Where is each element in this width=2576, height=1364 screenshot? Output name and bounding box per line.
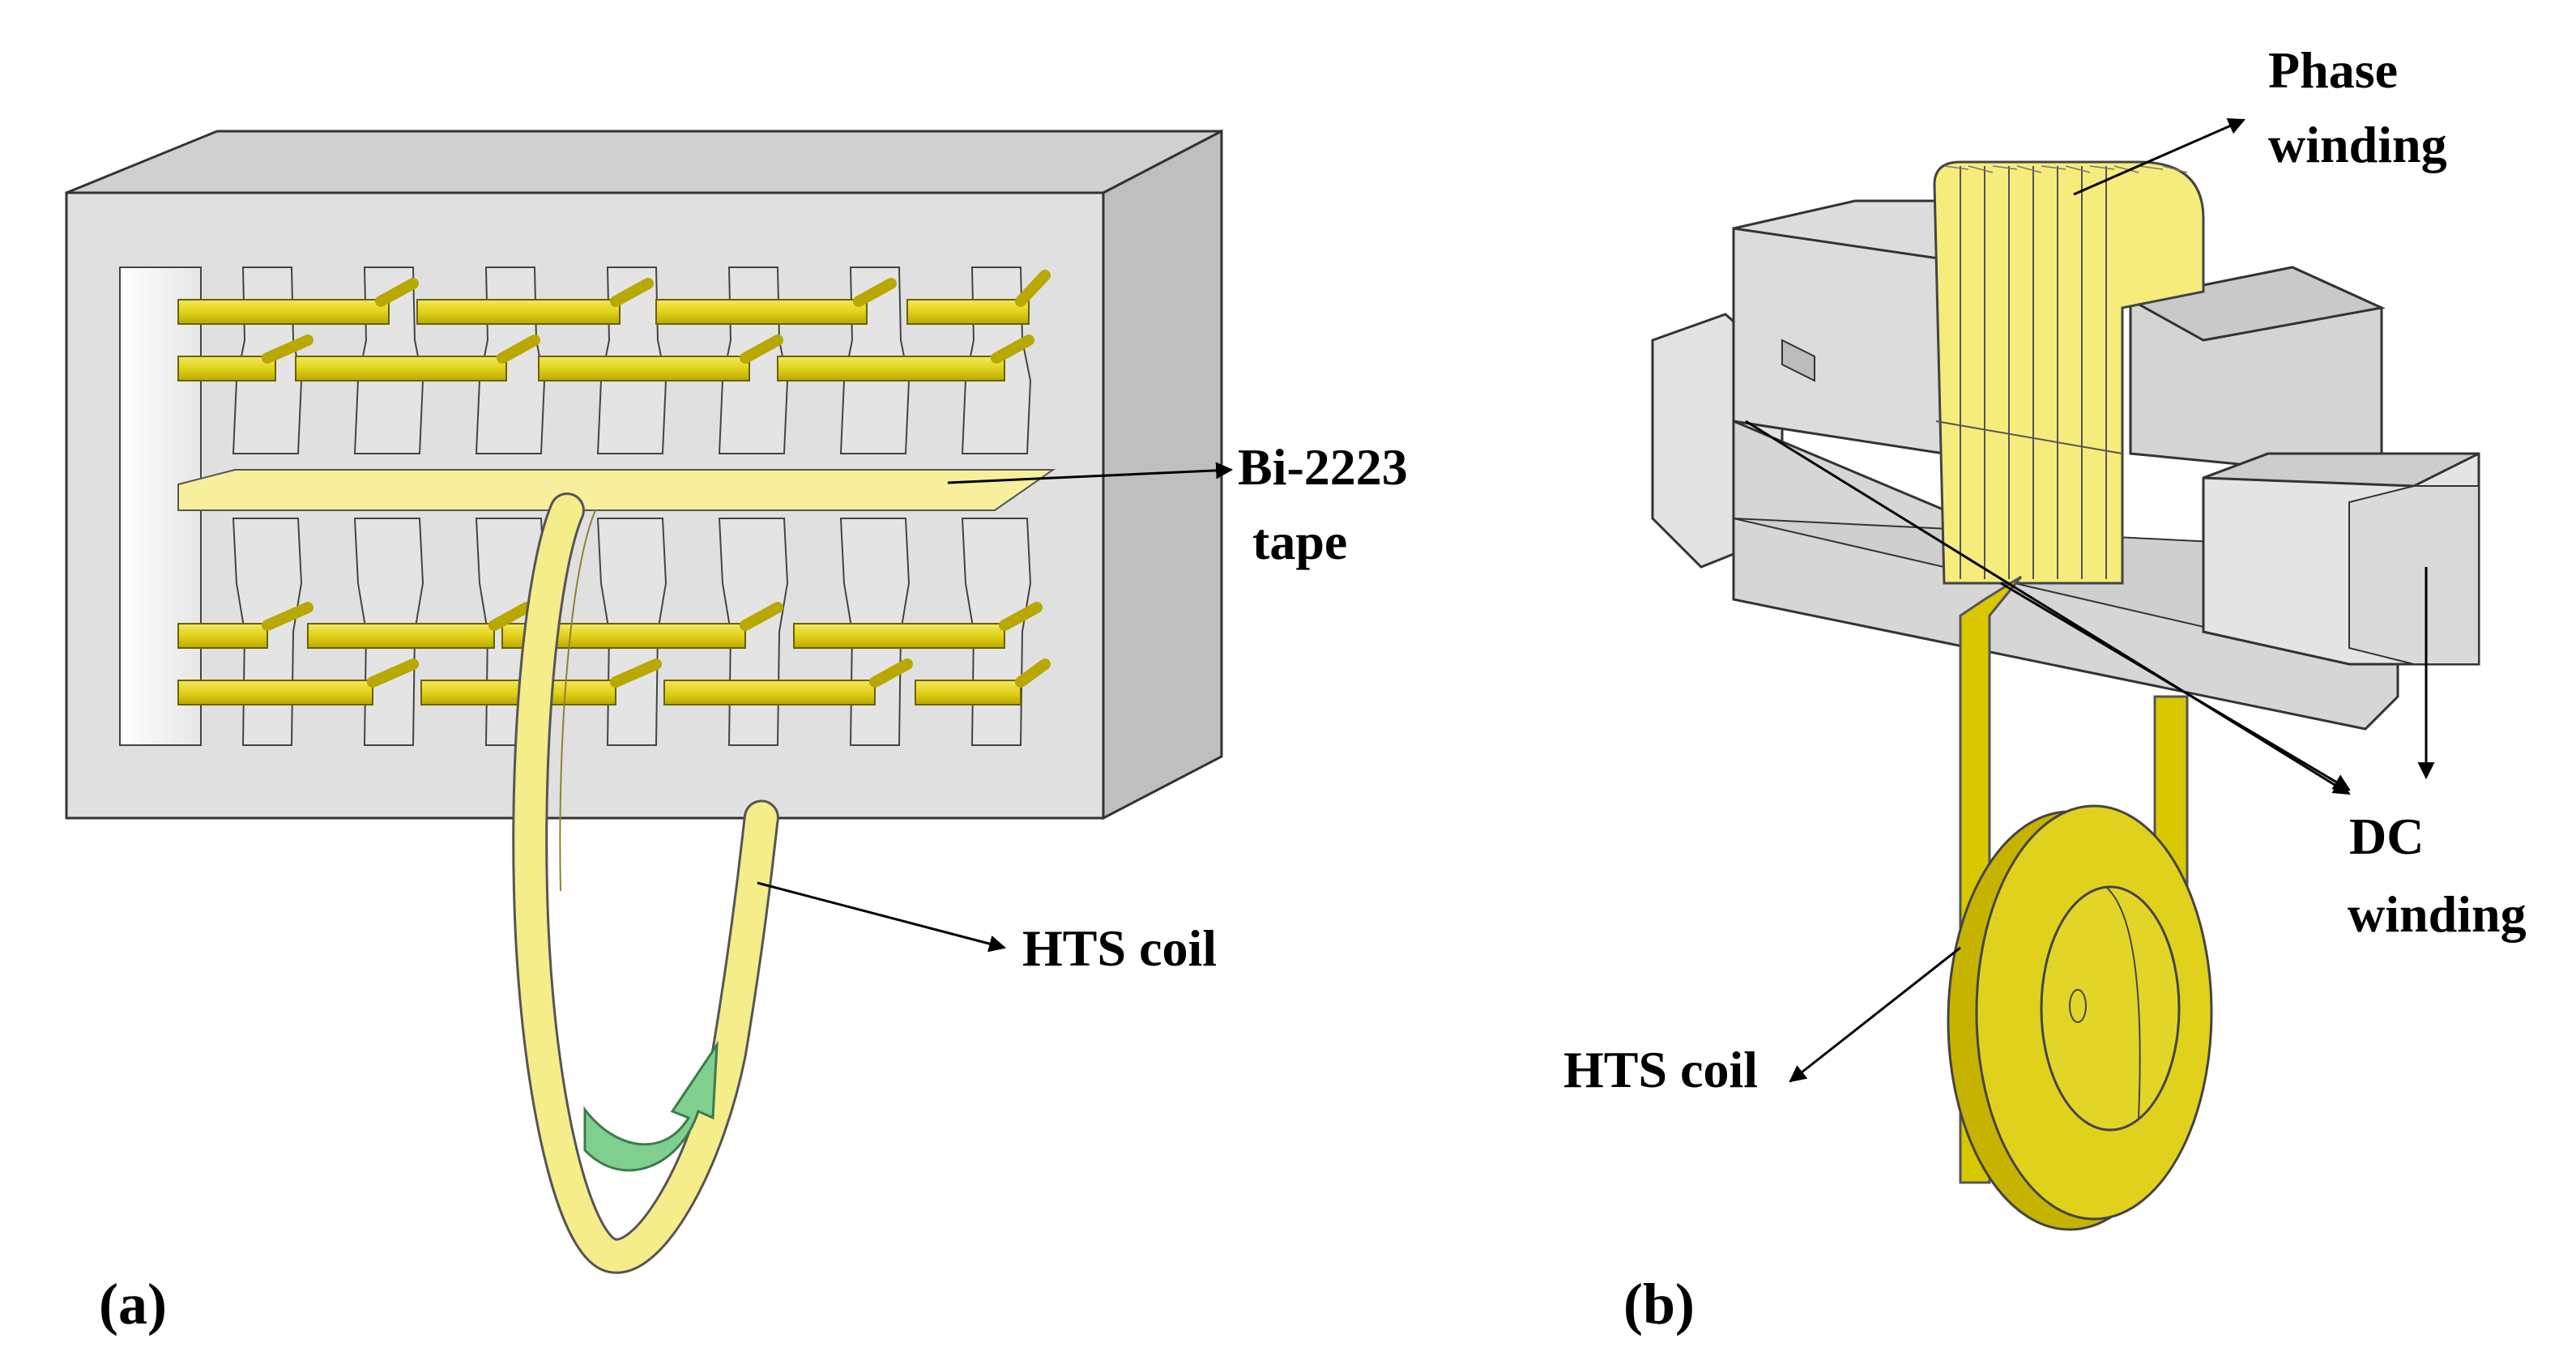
tape-label-line1: Bi-2223 <box>1238 438 1408 496</box>
coil-leader-line-a <box>757 881 1007 953</box>
dc-label-line1: DC <box>2349 808 2424 865</box>
winding-connector <box>740 602 783 631</box>
phase-label-line2: winding <box>2268 116 2447 173</box>
winding-rod <box>777 356 1005 381</box>
winding-connector <box>262 602 313 631</box>
upper-winding-rods <box>177 270 1051 381</box>
phase-winding-turn-top <box>2016 165 2042 173</box>
winding-rod <box>416 299 621 325</box>
winding-connector <box>610 659 662 688</box>
winding-connector <box>869 659 913 688</box>
winding-connector <box>991 335 1034 364</box>
winding-connector <box>740 335 783 364</box>
panel-a: Bi-2223 tape HTS coil (a) <box>65 129 1408 1336</box>
dc-leader-line-2 <box>2000 582 2351 791</box>
winding-connector <box>488 602 532 631</box>
winding-connector <box>375 278 419 307</box>
phase-winding-turn-top <box>1992 165 2018 170</box>
winding-connector <box>610 278 654 307</box>
caption-a: (a) <box>99 1272 167 1336</box>
winding-connector <box>853 278 897 307</box>
phase-label-line1: Phase <box>2268 41 2398 99</box>
winding-rod <box>538 356 750 381</box>
winding-rod <box>906 299 1030 325</box>
phase-winding-turn-top <box>2065 165 2091 173</box>
winding-connector <box>1015 659 1051 688</box>
winding-rod <box>295 356 507 381</box>
winding-connector <box>367 659 419 688</box>
winding-rod <box>655 299 868 325</box>
winding-rod <box>307 623 495 649</box>
phase-winding-turn-top <box>1943 165 1969 170</box>
phase-winding-turn-top <box>2162 165 2188 173</box>
dc-label-line2: winding <box>2348 885 2527 943</box>
phase-winding <box>1933 160 2205 585</box>
phase-winding-turn-top <box>2041 165 2066 170</box>
phase-winding-turn-top <box>1968 165 1994 173</box>
winding-connector <box>497 335 540 364</box>
winding-rod <box>793 623 1005 649</box>
tape-label-line2: tape <box>1252 513 1347 570</box>
winding-rod <box>177 680 373 705</box>
phase-leader-line <box>2073 117 2245 196</box>
bi-2223-tape-bar <box>177 469 1056 511</box>
winding-connector <box>1015 270 1051 307</box>
phase-winding-turn-top <box>2113 165 2139 173</box>
tape-leader-line <box>947 462 1234 484</box>
panel-b: Phase winding DC winding HTS coil (b) <box>1563 41 2527 1336</box>
winding-connector <box>262 335 313 364</box>
winding-rod <box>663 680 876 705</box>
phase-winding-turn-top <box>2089 165 2115 170</box>
winding-rod <box>177 356 276 381</box>
coil-label-a: HTS coil <box>1022 919 1217 977</box>
hts-coil-loop-a <box>512 492 779 1274</box>
coil-label-b: HTS coil <box>1563 1041 1758 1098</box>
coil-leader-line-b <box>1789 946 1961 1083</box>
winding-rod <box>915 680 1021 705</box>
dc-leader-line-1 <box>1745 420 2351 795</box>
winding-rod <box>177 623 268 649</box>
dc-core-right <box>2202 452 2480 666</box>
winding-rod <box>177 299 390 325</box>
rotation-arrow <box>583 1040 719 1172</box>
phase-winding-turn-top <box>2138 165 2164 170</box>
hts-coil-b <box>1947 575 2213 1231</box>
caption-b: (b) <box>1623 1272 1695 1336</box>
winding-connector <box>999 602 1043 631</box>
